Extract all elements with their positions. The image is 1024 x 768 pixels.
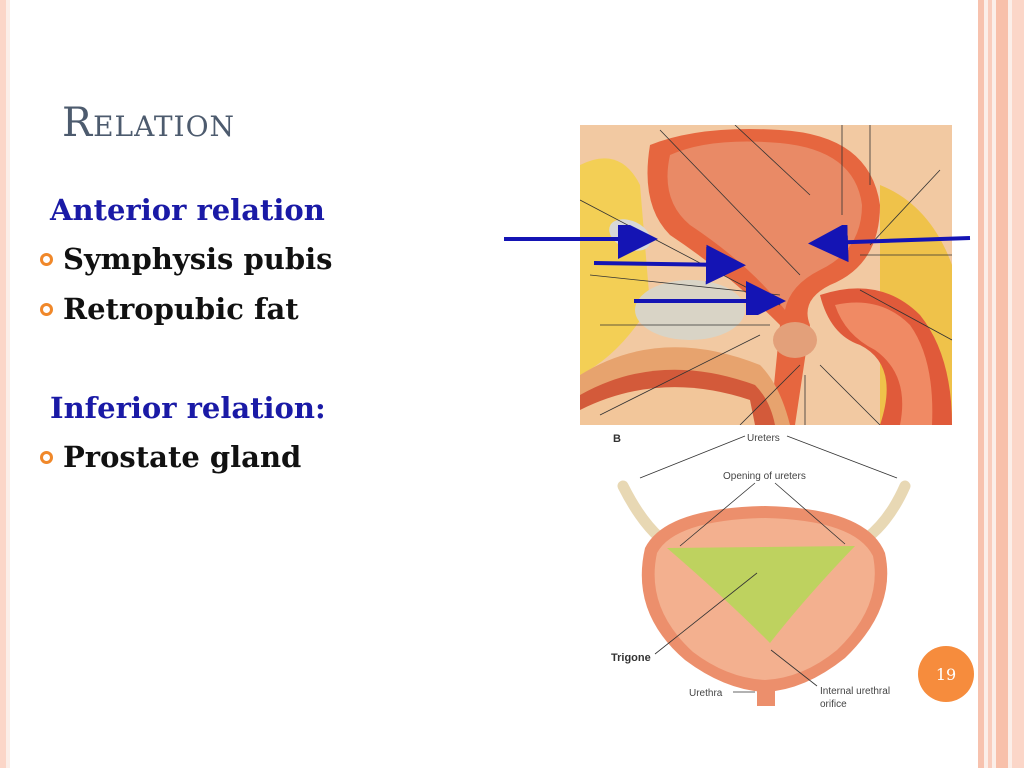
bullet-text: Prostate gland: [63, 440, 302, 474]
bullet-text: Retropubic fat: [63, 292, 299, 326]
arrow-pointer: [593, 244, 746, 285]
label-internal-urethral-orifice: Internal urethral: [820, 686, 890, 697]
inferior-heading: Inferior relation:: [50, 391, 326, 425]
border-stripe: [0, 0, 6, 768]
label-opening-of-ureters: Opening of ureters: [723, 471, 806, 482]
border-stripe: [988, 0, 992, 768]
slide-title: Relation: [62, 100, 236, 146]
bullet-icon: [40, 252, 53, 266]
bullet-text: Symphysis pubis: [63, 242, 333, 276]
bullet-item: Prostate gland: [40, 440, 301, 474]
bladder-trigone-diagram: B Ureters Opening of ureters Trigone Ure…: [605, 428, 917, 718]
label-internal-urethral-orifice: orifice: [820, 699, 847, 710]
panel-letter: B: [613, 433, 621, 445]
arrow-pointer: [808, 225, 971, 263]
arrow-overlay: [504, 225, 971, 315]
page-number-badge: 19: [918, 646, 974, 702]
bullet-item: Symphysis pubis: [40, 242, 332, 276]
bullet-icon: [40, 450, 53, 464]
bullet-icon: [40, 302, 53, 316]
border-stripe: [996, 0, 1008, 768]
label-ureters: Ureters: [747, 433, 780, 444]
anterior-heading: Anterior relation: [50, 193, 325, 227]
label-trigone: Trigone: [611, 652, 651, 664]
sagittal-section-illustration: [580, 125, 952, 425]
bullet-item: Retropubic fat: [40, 292, 299, 326]
border-stripe: [978, 0, 984, 768]
border-stripe: [1012, 0, 1024, 768]
label-urethra: Urethra: [689, 688, 723, 699]
